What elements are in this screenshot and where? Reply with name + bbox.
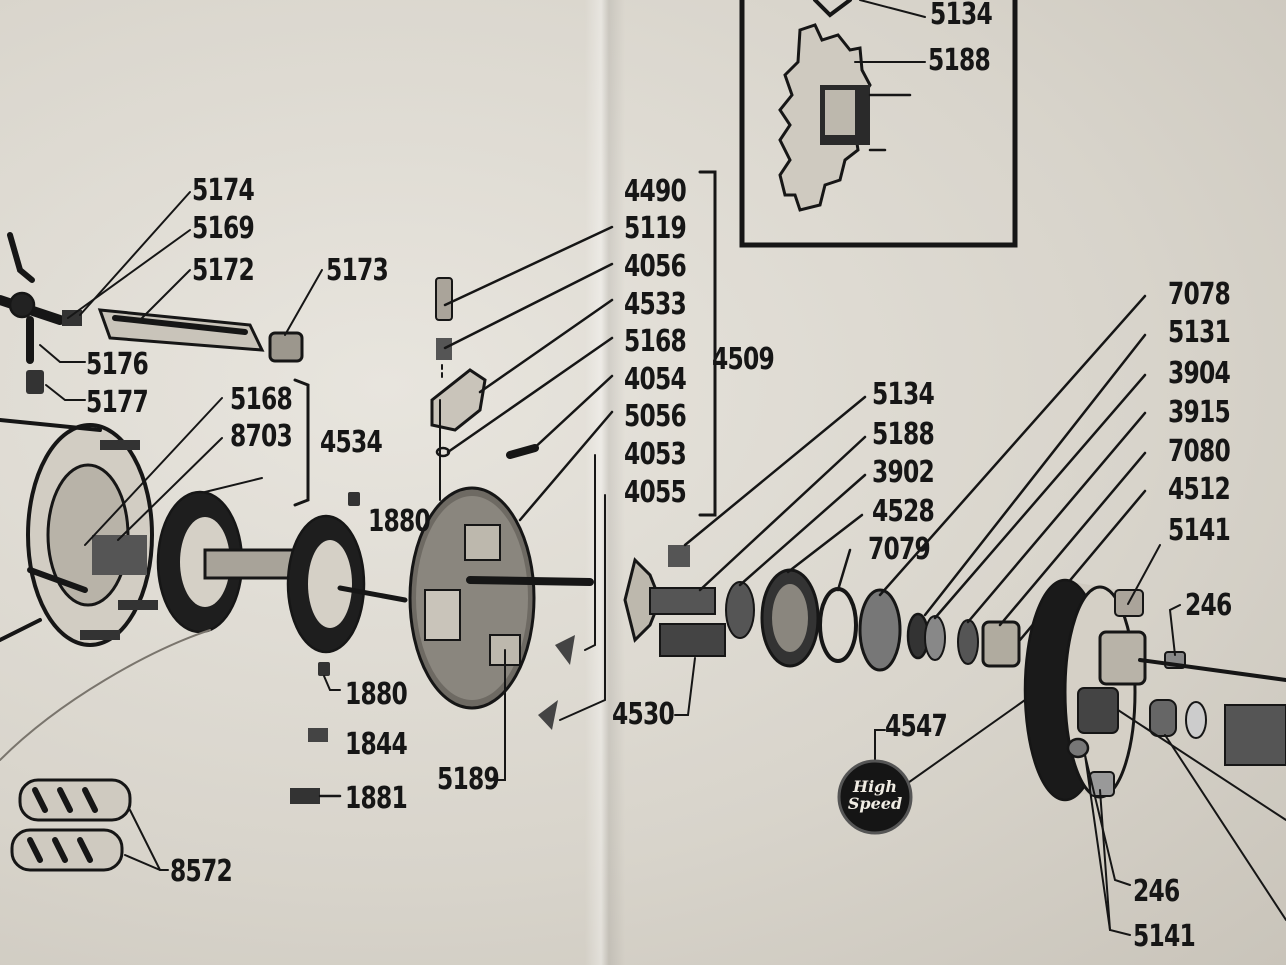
part-label-4056: 4056 xyxy=(624,249,687,284)
part-label-3904: 3904 xyxy=(1168,356,1231,391)
high-speed-badge xyxy=(837,759,913,835)
part-label-5168-left: 5168 xyxy=(230,382,293,417)
part-label-246-top: 246 xyxy=(1185,588,1232,623)
part-label-5056: 5056 xyxy=(624,399,687,434)
part-label-1880-a: 1880 xyxy=(368,504,431,539)
part-label-5141-top: 5141 xyxy=(1168,513,1231,548)
part-label-5134-inset: 5134 xyxy=(930,0,993,32)
part-label-5189: 5189 xyxy=(437,762,500,797)
badge-text: High Speed xyxy=(840,777,910,813)
part-label-8572: 8572 xyxy=(170,854,233,889)
part-label-5173: 5173 xyxy=(326,253,389,288)
part-label-7078: 7078 xyxy=(1168,277,1231,312)
part-label-4509: 4509 xyxy=(712,342,775,377)
part-label-4490: 4490 xyxy=(624,174,687,209)
part-label-1844: 1844 xyxy=(345,727,408,762)
part-label-5134-mid: 5134 xyxy=(872,377,935,412)
inset-detail-box xyxy=(739,0,1018,248)
part-label-5169: 5169 xyxy=(192,211,255,246)
part-label-8703: 8703 xyxy=(230,419,293,454)
part-label-5141-bottom: 5141 xyxy=(1133,919,1196,954)
part-label-5177: 5177 xyxy=(86,385,149,420)
part-label-4533: 4533 xyxy=(624,287,687,322)
part-label-246-bottom: 246 xyxy=(1133,874,1180,909)
part-label-7080: 7080 xyxy=(1168,434,1231,469)
part-label-5172: 5172 xyxy=(192,253,255,288)
part-label-5119: 5119 xyxy=(624,211,687,246)
part-label-5188-inset: 5188 xyxy=(928,43,991,78)
part-label-1880-b: 1880 xyxy=(345,677,408,712)
frame-cage xyxy=(0,378,310,647)
part-label-5176: 5176 xyxy=(86,347,149,382)
part-label-3902: 3902 xyxy=(872,455,935,490)
part-label-4053: 4053 xyxy=(624,437,687,472)
part-label-5174: 5174 xyxy=(192,173,255,208)
part-label-7079: 7079 xyxy=(868,532,931,567)
part-label-3915: 3915 xyxy=(1168,395,1231,430)
part-label-4534: 4534 xyxy=(320,425,383,460)
badge-line-1: High xyxy=(852,777,897,796)
side-plate xyxy=(408,399,614,781)
part-label-4512: 4512 xyxy=(1168,472,1231,507)
pinion-stack xyxy=(430,170,717,517)
part-label-4528: 4528 xyxy=(872,494,935,529)
part-label-4054: 4054 xyxy=(624,362,687,397)
part-label-5188-mid: 5188 xyxy=(872,417,935,452)
part-label-5131: 5131 xyxy=(1168,315,1231,350)
spool xyxy=(0,477,408,872)
part-label-4530: 4530 xyxy=(612,697,675,732)
paper-fold xyxy=(585,0,625,965)
drive-gear-train xyxy=(623,294,1147,716)
badge-line-2: Speed xyxy=(847,793,903,813)
part-label-4055: 4055 xyxy=(624,475,687,510)
part-label-5168-mid: 5168 xyxy=(624,324,687,359)
right-end-plate xyxy=(874,544,1286,936)
part-label-1881: 1881 xyxy=(345,781,408,816)
handle-assembly xyxy=(0,191,323,401)
part-label-4547: 4547 xyxy=(885,709,948,744)
